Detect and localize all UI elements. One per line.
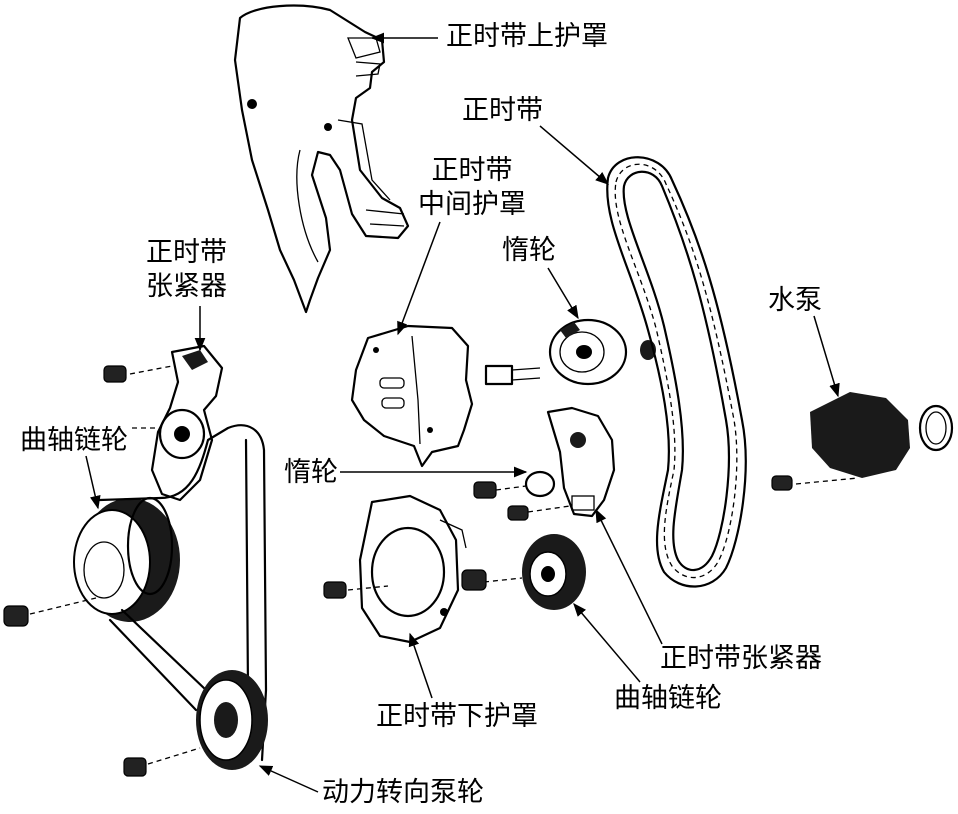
idler-top-shape [484,318,656,386]
crank-sprocket-right-shape [461,534,586,610]
water-pump-shape [771,392,954,491]
drive-belt-shape [98,424,268,762]
leader-lines [85,32,840,793]
label-power-steering-pulley: 动力转向泵轮 [322,777,484,808]
crank-sprocket-left-shape [3,496,180,627]
label-lower-cover: 正时带下护罩 [376,701,538,732]
label-tensioner-right: 正时带张紧器 [660,643,822,674]
label-idler-top: 惰轮 [502,235,556,266]
label-upper-cover: 正时带上护罩 [446,21,608,52]
timing-belt-shape [606,156,747,588]
label-crank-sprocket-right: 曲轴链轮 [614,683,722,714]
power-steering-pulley-shape [123,670,268,777]
label-crank-sprocket-left: 曲轴链轮 [20,425,128,456]
label-water-pump: 水泵 [768,285,822,316]
upper-cover-shape [233,4,410,314]
label-idler-middle: 惰轮 [284,457,338,488]
lower-cover-shape [323,494,467,644]
middle-cover-shape [350,324,474,468]
label-tensioner-left: 正时带 张紧器 [146,237,227,302]
label-middle-cover: 正时带 中间护罩 [418,155,526,220]
tensioner-left-shape [103,344,224,502]
tensioner-right-shape [132,406,616,521]
label-timing-belt: 正时带 [462,95,543,126]
